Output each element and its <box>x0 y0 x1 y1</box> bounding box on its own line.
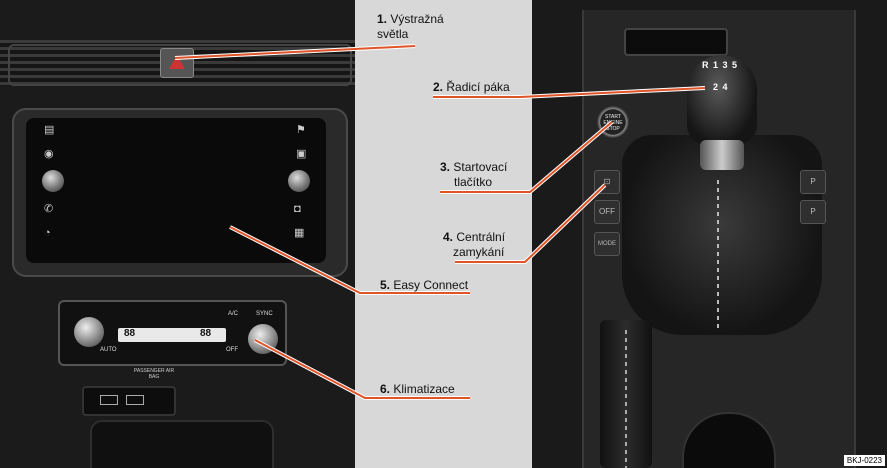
media-icon: ◉ <box>44 148 54 160</box>
leader-1 <box>174 45 416 59</box>
passenger-airbag-label: PASSENGER AIR BAG <box>133 368 175 380</box>
usb-bay <box>82 386 176 416</box>
infotainment-screen <box>26 118 326 263</box>
callout-4: 4. Centrální zamykání <box>443 230 506 259</box>
start-stop-text: START ENGINE STOP <box>603 114 623 132</box>
esc-off-button: OFF <box>594 200 620 224</box>
gear-pattern-top: R 1 3 5 <box>702 60 739 70</box>
radio-icon: ▤ <box>44 124 55 136</box>
drive-mode-button: MODE <box>594 232 620 256</box>
image-code: BKJ-0223 <box>843 455 885 466</box>
park-sensor-icon: P <box>800 200 826 224</box>
gear-pattern-bottom: 2 4 <box>713 82 729 92</box>
voice-icon: ◔ <box>44 227 51 239</box>
label-area <box>355 0 532 468</box>
park-assist-icon: P <box>800 170 826 194</box>
leader-4 <box>455 184 606 263</box>
boot-stitching <box>717 180 719 330</box>
auto-label: AUTO <box>100 347 117 353</box>
leader-strokes <box>174 45 706 399</box>
tune-knob <box>288 170 310 192</box>
temp-left-value: 88 <box>124 328 136 339</box>
phone-icon: ✆ <box>44 203 54 215</box>
callout-2: 2. Řadicí páka <box>433 80 510 94</box>
off-label: OFF <box>226 347 238 353</box>
console-usb-bay <box>624 28 728 56</box>
callout-3: 3. Startovací tlačítko <box>440 160 508 189</box>
handbrake-stitching <box>625 330 627 468</box>
leader-6 <box>254 339 470 399</box>
leader-5 <box>229 226 470 294</box>
temp-right-value: 88 <box>200 328 212 339</box>
gear-knob <box>687 55 757 145</box>
usb-port-1 <box>100 395 118 405</box>
center-console-photo: R 1 3 5 2 4 START ENGINE STOP ⊡ OFF MODE… <box>532 0 887 468</box>
gear-collar <box>700 140 744 170</box>
leader-halo <box>174 44 706 400</box>
temp-left-knob <box>74 317 104 347</box>
callout-5: 5. Easy Connect <box>380 278 469 292</box>
usb-port-2 <box>126 395 144 405</box>
sync-label: SYNC <box>256 311 273 317</box>
air-vent-frame <box>8 44 352 86</box>
app-icon: ▣ <box>296 148 307 160</box>
volume-knob <box>42 170 64 192</box>
dashboard-photo: ▤ ◉ ✆ ◔ ⚑ ▣ ◘ ▦ 88 88 AUTO OFF A/C SYNC … <box>0 0 355 468</box>
ac-label: A/C <box>228 311 239 317</box>
leader-3 <box>440 121 613 193</box>
callout-1: 1. Výstražná světla <box>377 12 444 41</box>
leader-2 <box>433 87 706 98</box>
climate-display <box>118 328 226 342</box>
car-icon: ◘ <box>294 203 301 215</box>
storage-tray <box>90 420 274 468</box>
flag-icon: ⚑ <box>296 124 306 136</box>
settings-icon: ▦ <box>294 227 305 239</box>
callout-6: 6. Klimatizace <box>380 382 455 396</box>
